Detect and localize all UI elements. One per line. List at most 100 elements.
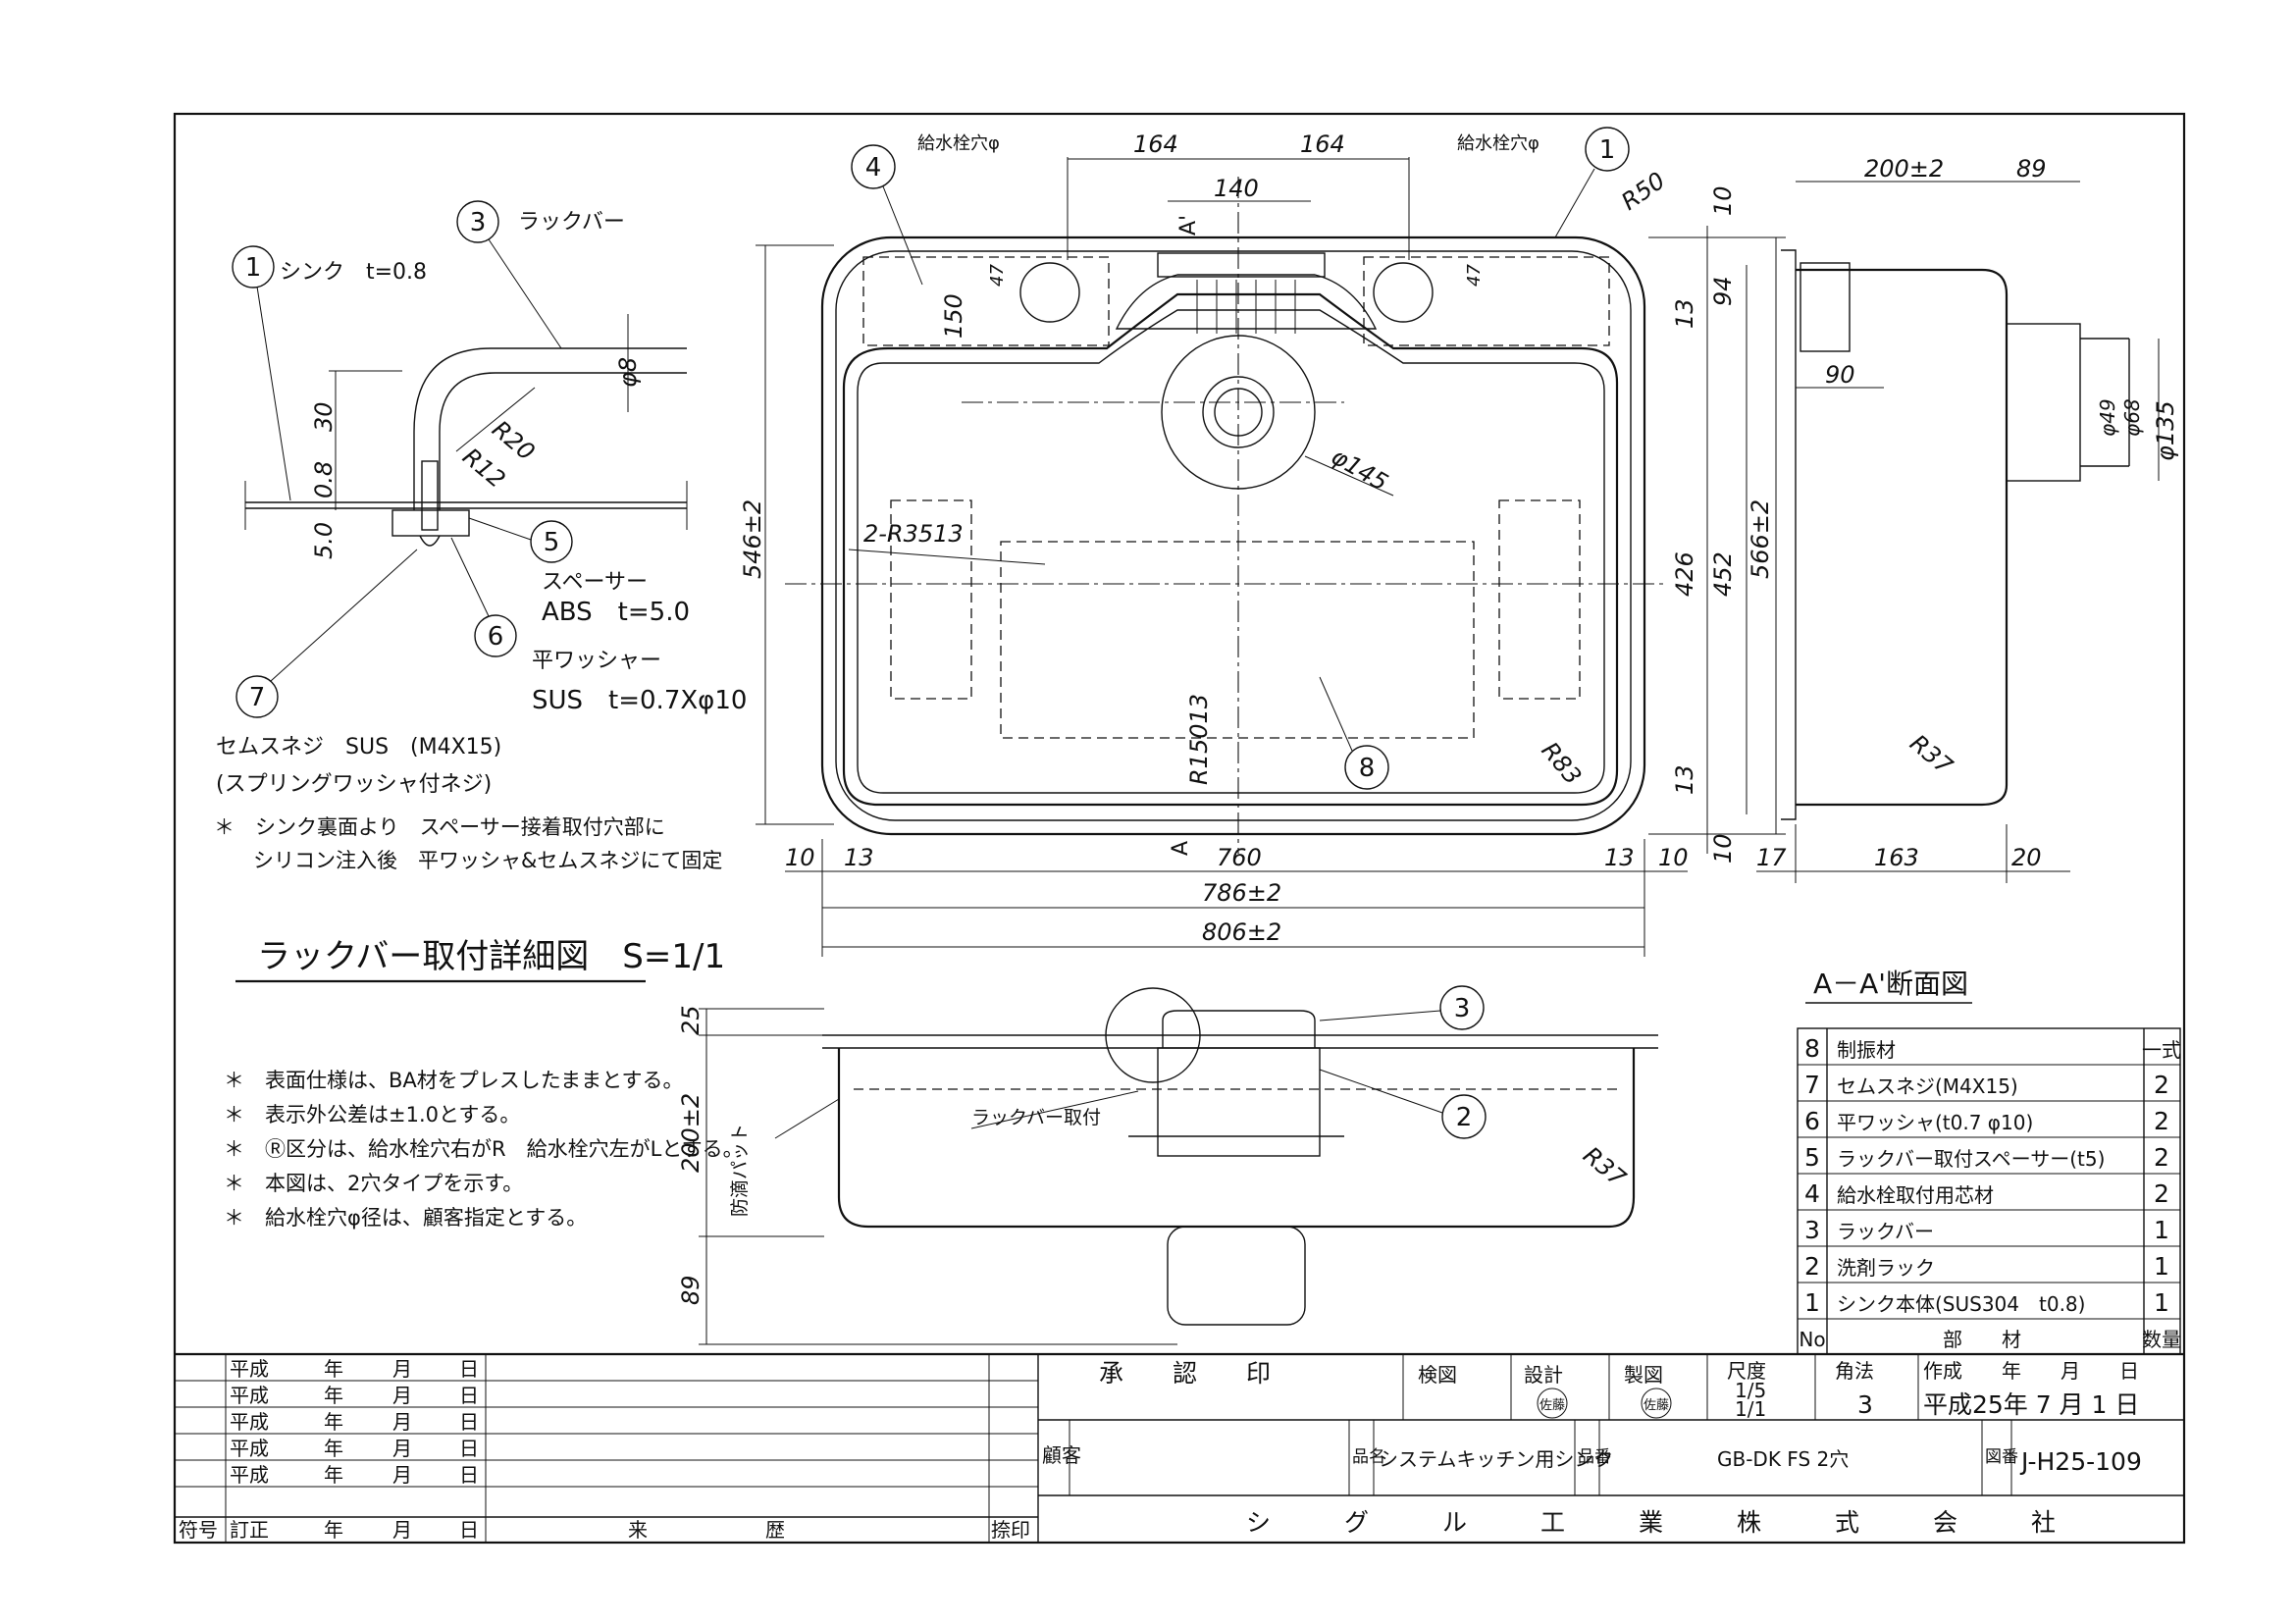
part-no: 6	[1804, 1107, 1820, 1135]
drawing-number-label: 図番	[1985, 1447, 2018, 1467]
parts-header-name: 部 材	[1943, 1328, 2021, 1351]
rev-footer-mark: 符号	[179, 1518, 218, 1542]
rev-day: 日	[459, 1357, 479, 1381]
date-label: 作成 年 月 日	[1923, 1359, 2139, 1383]
callout-4	[851, 144, 896, 189]
dim-phi145: φ145	[1327, 443, 1392, 497]
sink-label: シンク t=0.8	[280, 260, 427, 285]
part-number-label: 品番	[1578, 1447, 1611, 1467]
dim-89: 89	[2016, 155, 2047, 183]
rev-year: 年	[324, 1384, 343, 1407]
side-body	[1796, 268, 2009, 807]
dim-30: 30	[310, 401, 338, 432]
sink-outline	[820, 236, 1646, 836]
dim-164-right: 164	[1300, 131, 1345, 158]
design-seal-text: 佐藤	[1539, 1398, 1565, 1413]
rev-footer-rev: 訂正	[230, 1518, 269, 1542]
angle-value: 3	[1857, 1390, 1873, 1419]
callout-label: 5	[544, 528, 560, 557]
detail-note-2: シリコン注入後 平ワッシャ&セムスネジにて固定	[253, 849, 722, 872]
item-name: システムキッチン用シンク	[1379, 1447, 1613, 1471]
callout-label: 6	[488, 622, 504, 652]
part-name: ラックバー	[1837, 1220, 1934, 1243]
part-qty: 1	[2154, 1288, 2169, 1317]
detail-title: ラックバー取付詳細図 S=1/1	[257, 937, 725, 976]
dim-163: 163	[1874, 844, 1919, 871]
parts-header-qty: 数量	[2142, 1328, 2181, 1351]
callout-8	[1344, 745, 1389, 790]
section-a: A	[1169, 841, 1193, 856]
part-number: GB-DK FS 2穴	[1717, 1447, 1849, 1471]
rev-day: 日	[459, 1518, 479, 1542]
dim-17: 17	[1756, 844, 1787, 871]
rack-detail-circle	[1105, 987, 1201, 1083]
rev-day: 日	[459, 1384, 479, 1407]
dim-r37-side: R37	[1905, 729, 1958, 780]
rack-mount-label: ラックバー取付	[971, 1107, 1101, 1128]
side-view: 200±2 89 90 φ49 φ68 φ135 R37 17 163 20	[1756, 155, 2179, 883]
rev-year: 年	[324, 1518, 343, 1542]
part-qty: 2	[2154, 1179, 2169, 1208]
drawn-label: 製図	[1624, 1363, 1663, 1387]
dim-426: 426	[1671, 551, 1698, 597]
angle-label: 角法	[1835, 1359, 1874, 1383]
rack-bar-label: ラックバー	[518, 210, 625, 235]
section-title: A－A'断面図	[1813, 968, 1968, 1000]
part-name: ラックバー取付スペーサー(t5)	[1837, 1147, 2105, 1171]
design-seal	[1537, 1388, 1568, 1419]
dim-140: 140	[1214, 175, 1259, 202]
rev-month: 月	[392, 1410, 412, 1434]
part-name: 平ワッシャ(t0.7 φ10)	[1837, 1111, 2033, 1134]
rev-month: 月	[392, 1357, 412, 1381]
front-section: 3 2 ラックバー取付 防滴パット 25 200±2 89 R37	[677, 985, 1658, 1345]
section-a-prime: A'	[1176, 215, 1201, 236]
dim-10-top: 10	[1709, 185, 1737, 216]
callout-label: 7	[249, 683, 266, 712]
faucet-hole-left	[1019, 262, 1080, 323]
callout-2	[1441, 1094, 1487, 1139]
callout-label: 3	[1454, 994, 1471, 1023]
callout-1-detail	[232, 245, 275, 288]
callout-5	[530, 520, 573, 563]
dim-200: 200±2	[1864, 155, 1944, 183]
callout-6	[474, 614, 517, 657]
customer-label: 顧客	[1042, 1443, 1081, 1467]
dim-47-right: 47	[1464, 264, 1485, 287]
rev-footer-stamp: 捺印	[991, 1518, 1030, 1542]
rev-era: 平成	[230, 1463, 269, 1487]
dim-phi49: φ49	[2096, 398, 2119, 437]
rev-month: 月	[392, 1463, 412, 1487]
rev-era: 平成	[230, 1384, 269, 1407]
parts-header-no: No	[1799, 1328, 1825, 1351]
dim-13-right: 13	[1604, 844, 1635, 871]
callout-1-plan	[1585, 127, 1630, 172]
faucet-pad-left	[862, 256, 1110, 346]
dim-r12: R12	[457, 443, 510, 494]
rev-month: 月	[392, 1518, 412, 1542]
scale-label: 尺度	[1727, 1359, 1766, 1383]
dim-r83: R83	[1536, 737, 1587, 790]
part-no: 5	[1804, 1143, 1820, 1172]
dim-r50: R50	[1616, 167, 1670, 216]
dim-13-left: 13	[844, 844, 874, 871]
dim-47-left: 47	[987, 264, 1008, 287]
detail-note-1: ＊ シンク裏面より スペーサー接着取付穴部に	[214, 815, 665, 839]
dim-phi8: φ8	[614, 357, 642, 388]
dim-786: 786±2	[1202, 879, 1281, 907]
callout-7	[235, 675, 279, 718]
rev-month: 月	[392, 1437, 412, 1460]
callout-label: 3	[470, 208, 487, 237]
front-drain	[1167, 1226, 1306, 1326]
damping-pad-center	[1000, 541, 1475, 739]
part-no: 7	[1804, 1071, 1820, 1099]
company-name: シ グ ル 工 業 株 式 会 社	[1246, 1508, 2056, 1537]
note-3: ＊ Ⓡ区分は、給水栓穴右がR 給水栓穴左がLとする。	[224, 1137, 744, 1161]
callout-3-front	[1439, 985, 1485, 1030]
front-bowl	[837, 1048, 1636, 1229]
dim-94: 94	[1709, 276, 1737, 306]
screw-label: セムスネジ SUS (M4X15)	[216, 735, 501, 760]
date-value: 平成25年 7 月 1 日	[1923, 1390, 2139, 1419]
dim-546: 546±2	[739, 499, 766, 579]
drawing-number: J-H25-109	[2019, 1447, 2142, 1476]
